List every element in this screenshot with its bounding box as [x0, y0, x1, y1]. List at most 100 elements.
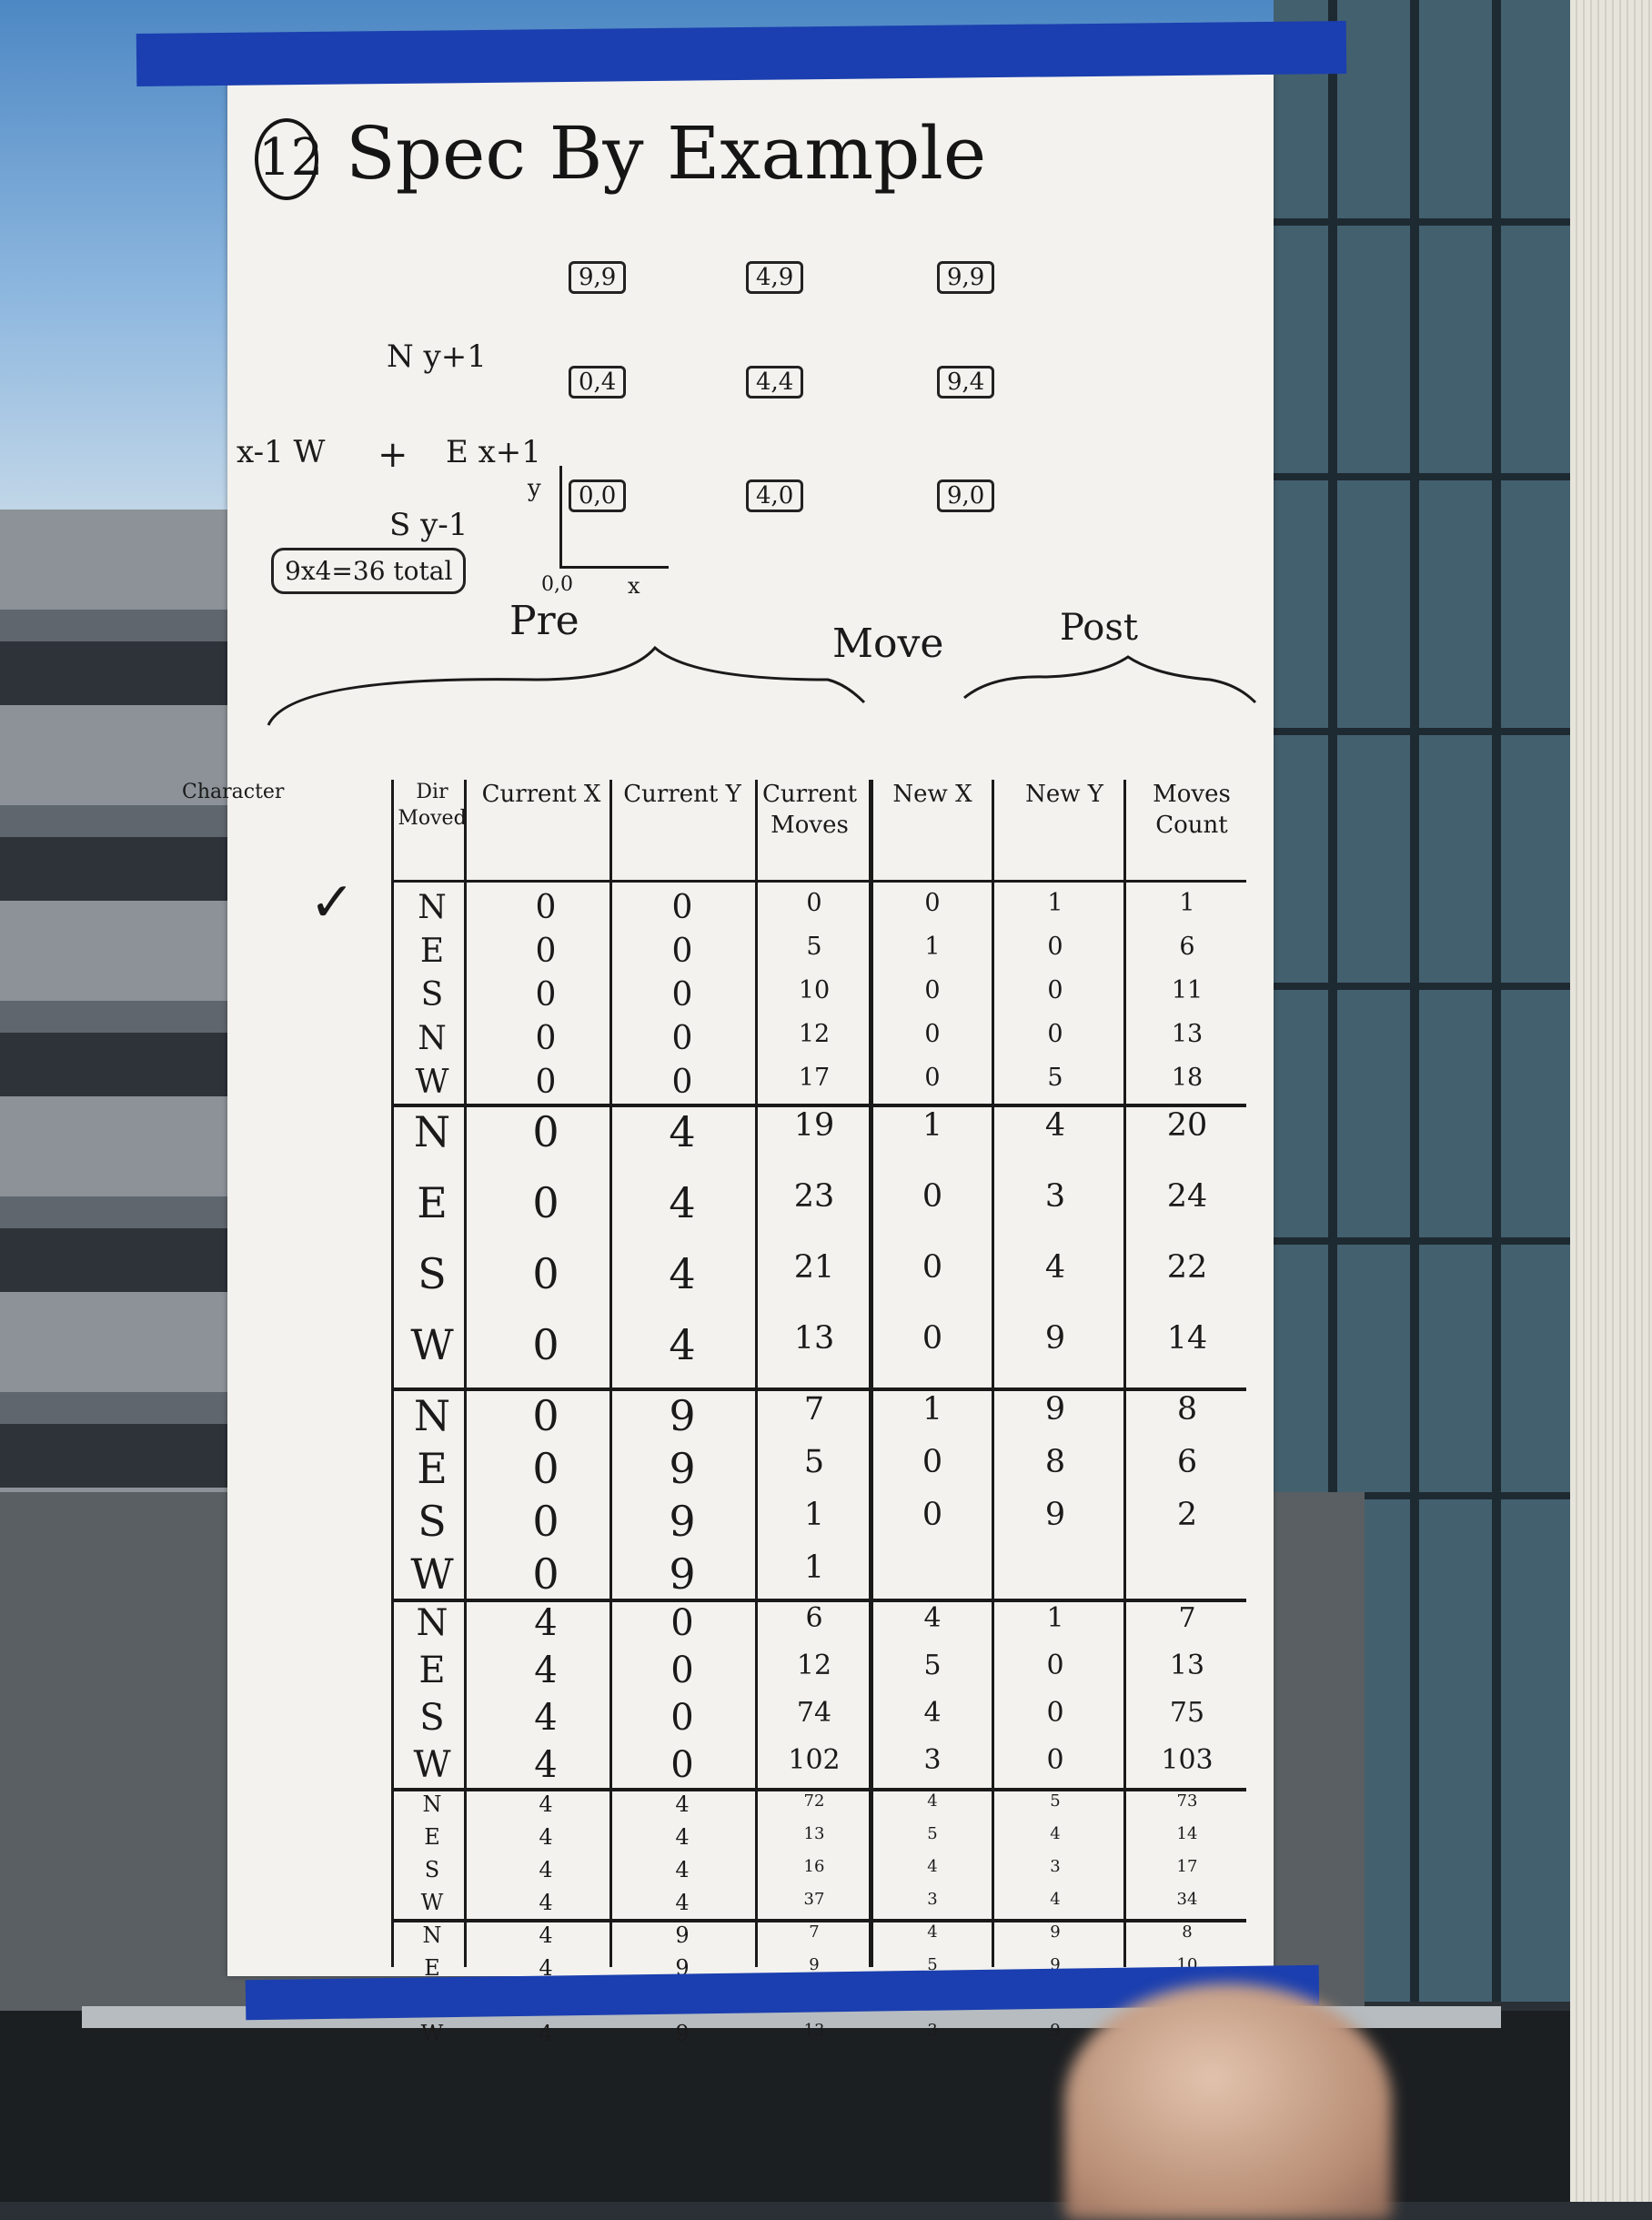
cell-direction: N	[422, 1791, 442, 1817]
table-cell: 4	[539, 1922, 553, 1948]
table-cell: 103	[1161, 1744, 1214, 1776]
table-cell: 14	[1166, 1320, 1208, 1357]
table-cell: 9	[675, 1922, 690, 1948]
column-divider	[1123, 780, 1126, 1967]
table-cell: 4	[534, 1697, 558, 1739]
table-cell: 6	[1179, 933, 1195, 961]
table-cell: 1	[1046, 1602, 1064, 1634]
table-cell: 1	[803, 1549, 825, 1586]
table-cell: 17	[1176, 1857, 1198, 1876]
axis-origin-label: 0,0	[541, 573, 573, 596]
table-cell: 4	[927, 1857, 938, 1876]
direction-north: N y+1	[387, 338, 487, 375]
column-header: Dir Moved	[398, 781, 467, 830]
table-cell: 13	[803, 1824, 825, 1843]
cell-direction: W	[420, 1890, 444, 1915]
column-header: Current X	[481, 781, 601, 808]
axis-x-label: x	[628, 573, 640, 599]
table-cell: 11	[1171, 976, 1204, 1004]
table-cell: 5	[806, 933, 822, 961]
direction-south: S y-1	[389, 507, 468, 543]
table-cell: 20	[1166, 1107, 1208, 1144]
cell-direction: N	[418, 1020, 447, 1057]
table-cell: 0	[1046, 1744, 1064, 1776]
table-cell: 4	[539, 1857, 553, 1882]
column-divider	[464, 780, 467, 1967]
group-divider	[391, 1788, 1246, 1791]
table-cell: 7	[803, 1391, 825, 1428]
table-cell: 0	[671, 1020, 693, 1057]
table-cell: 4	[539, 1955, 553, 1981]
cell-direction: S	[418, 1249, 447, 1298]
check-mark-icon: ✓	[309, 871, 356, 934]
table-cell: 0	[922, 1320, 943, 1357]
group-post-label: Post	[1060, 607, 1138, 649]
grid-box: 9,0	[937, 479, 995, 512]
sheet-number: 12	[255, 118, 323, 200]
grid-box: 0,4	[569, 366, 627, 399]
table-cell: 4	[669, 1107, 696, 1156]
column-header: New X	[892, 781, 972, 808]
table-cell: 0	[671, 976, 693, 1014]
table-cell: 0	[671, 889, 693, 926]
cell-direction: N	[418, 889, 447, 926]
axis-x-arrow-icon	[559, 566, 669, 569]
table-cell: 4	[675, 1890, 690, 1915]
table-cell: 5	[803, 1444, 825, 1480]
table-cell: 0	[1047, 933, 1063, 961]
column-header: Character	[182, 781, 285, 803]
table-cell: 1	[1179, 889, 1195, 917]
table-cell: 3	[923, 1744, 942, 1776]
table-cell: 12	[798, 1020, 831, 1048]
group-move-label: Move	[832, 621, 944, 667]
table-cell: 4	[534, 1650, 558, 1691]
column-header: Current Moves	[761, 781, 858, 839]
table-cell: 0	[532, 1444, 559, 1493]
table-cell: 4	[539, 1824, 553, 1850]
table-cell: 0	[532, 1107, 559, 1156]
cell-direction: W	[410, 1320, 454, 1369]
cell-direction: S	[418, 1497, 447, 1546]
total-note: 9x4=36 total	[271, 548, 467, 594]
table-cell: 4	[534, 1602, 558, 1644]
table-cell: 4	[675, 1857, 690, 1882]
table-cell: 0	[535, 976, 557, 1014]
table-cell: 0	[671, 933, 693, 970]
table-cell: 16	[803, 1857, 825, 1876]
table-cell: 0	[922, 1444, 943, 1480]
header-divider	[391, 880, 1246, 883]
table-cell: 12	[796, 1650, 832, 1681]
table-cell: 3	[927, 2021, 938, 2040]
table-cell: 4	[539, 1890, 553, 1915]
cell-direction: S	[424, 1857, 440, 1882]
table-cell: 0	[670, 1650, 694, 1691]
table-cell: 18	[1171, 1064, 1204, 1092]
direction-east: E x+1	[446, 434, 541, 470]
axis-y-label: y	[528, 475, 541, 502]
table-cell: 9	[1044, 1391, 1066, 1428]
table-cell: 4	[927, 1922, 938, 1942]
cell-direction: E	[424, 1955, 440, 1981]
column-divider	[869, 780, 873, 1967]
table-cell: 0	[532, 1178, 559, 1227]
cell-direction: W	[413, 1744, 451, 1786]
group-divider	[391, 1599, 1246, 1602]
group-divider	[391, 1104, 1246, 1107]
table-cell: 7	[809, 1922, 820, 1942]
table-cell: 9	[669, 1444, 696, 1493]
table-cell: 75	[1169, 1697, 1205, 1729]
table-cell: 0	[922, 1178, 943, 1215]
cell-direction: E	[418, 1650, 446, 1691]
table-cell: 1	[922, 1391, 943, 1428]
group-pre-label: Pre	[509, 598, 579, 644]
table-cell: 0	[671, 1064, 693, 1101]
cell-direction: N	[422, 1922, 442, 1948]
cell-direction: W	[420, 2021, 444, 2046]
table-cell: 7	[1178, 1602, 1196, 1634]
table-cell: 0	[1047, 976, 1063, 1004]
table-cell: 5	[1047, 1064, 1063, 1092]
table-cell: 4	[675, 1791, 690, 1817]
table-cell: 9	[1050, 2021, 1061, 2040]
grid-box: 0,0	[569, 479, 627, 512]
